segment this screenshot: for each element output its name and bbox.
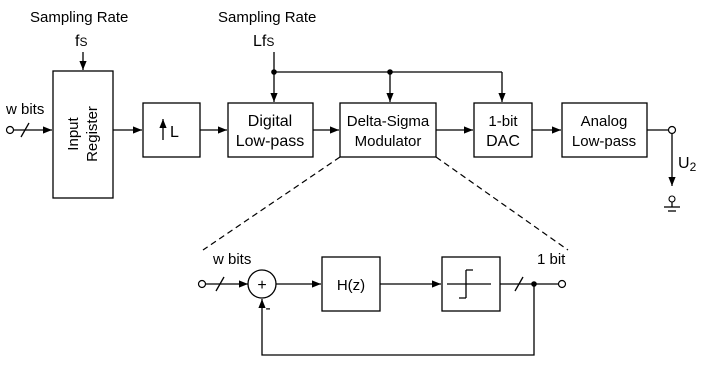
input-terminal [5, 125, 15, 135]
fs-label-1: fS [75, 33, 87, 50]
zoom-line-left [202, 156, 341, 251]
detail-output-terminal [557, 279, 567, 289]
delta-sigma-modulator-block [339, 102, 437, 158]
modulator-label-1: Delta-Sigma [347, 113, 430, 130]
detail-output-label: 1 bit [537, 251, 566, 268]
digital-lowpass-label-2: Low-pass [236, 133, 304, 150]
modulator-label-2: Modulator [355, 133, 422, 150]
detail-input-label: w bits [212, 251, 251, 268]
loop-filter-block [321, 256, 381, 312]
bus-slash-detail-input [215, 276, 225, 292]
dac-label-2: DAC [486, 133, 520, 150]
digital-lowpass-label-1: Digital [248, 113, 292, 130]
clock-junction-1 [271, 69, 277, 75]
feedback-path [258, 284, 535, 356]
output-terminal [667, 125, 677, 135]
sampling-rate-label-2: Sampling Rate [218, 9, 316, 26]
input-width-label: w bits [5, 101, 44, 118]
dac-label-1: 1-bit [488, 113, 518, 130]
detail-input-terminal [197, 279, 207, 289]
sum-plus-sign: + [257, 277, 266, 294]
analog-lowpass-label-1: Analog [581, 113, 628, 130]
analog-lowpass-label-2: Low-pass [572, 133, 636, 150]
loop-filter-label: H(z) [337, 277, 365, 294]
sampling-rate-label-1: Sampling Rate [30, 9, 128, 26]
input-register-block [52, 70, 114, 199]
bus-slash-input [20, 122, 30, 138]
upsampler-factor: L [170, 124, 179, 141]
bus-slash-detail-output [514, 276, 524, 292]
zoom-line-right [435, 156, 569, 251]
quantizer-step-icon [447, 269, 491, 299]
output-voltage-label: U2 [678, 155, 697, 174]
sum-minus-sign: - [265, 300, 270, 317]
fs-label-2: LfS [253, 33, 274, 50]
ground-terminal [668, 195, 676, 203]
